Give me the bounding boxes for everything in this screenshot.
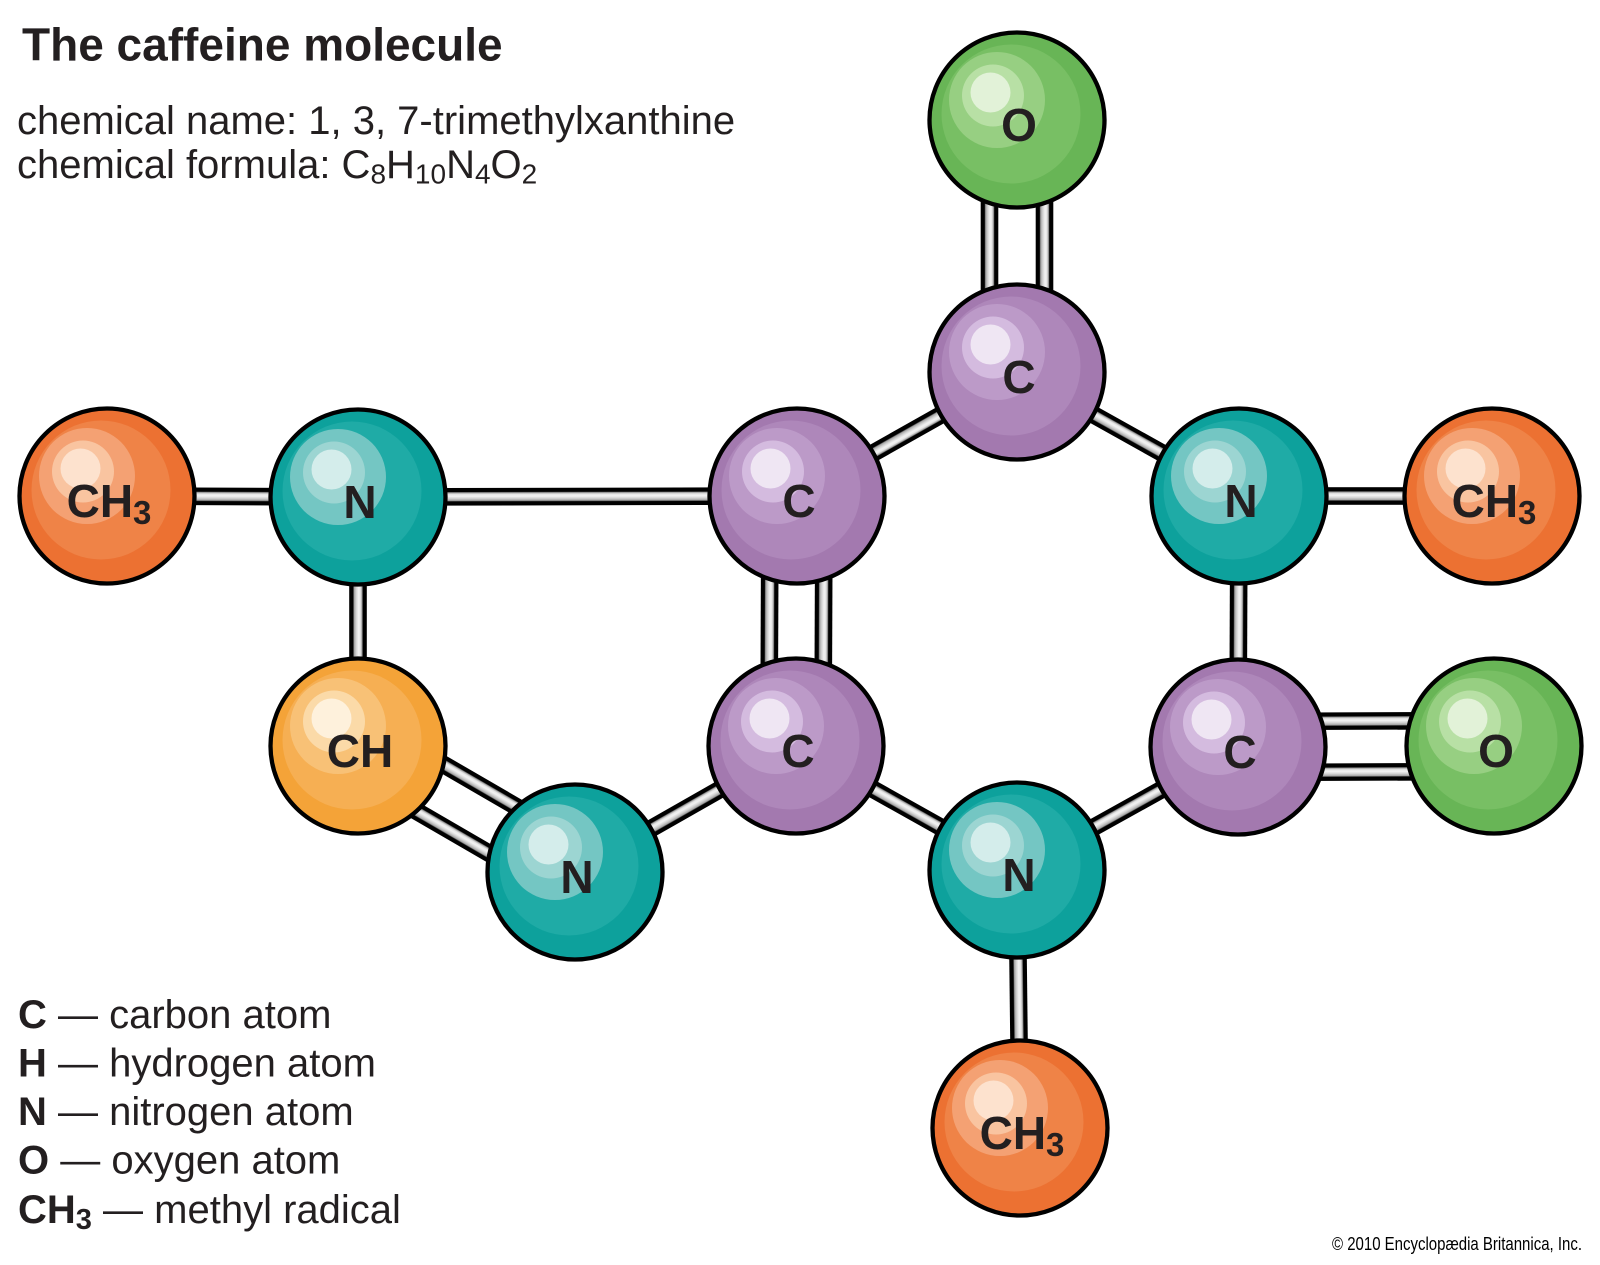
svg-text:O: O	[1478, 725, 1514, 777]
svg-text:N: N	[1002, 849, 1035, 901]
svg-text:The caffeine molecule: The caffeine molecule	[22, 19, 503, 71]
svg-text:CH: CH	[327, 725, 393, 777]
svg-text:N: N	[343, 476, 376, 528]
svg-text:N: N	[560, 851, 593, 903]
svg-text:© 2010 Encyclopædia Britannica: © 2010 Encyclopædia Britannica, Inc.	[1332, 1233, 1582, 1254]
svg-text:chemical formula: C8H10N4O2: chemical formula: C8H10N4O2	[17, 143, 537, 190]
svg-text:C — carbon atom: C — carbon atom	[18, 993, 331, 1037]
svg-text:H — hydrogen atom: H — hydrogen atom	[18, 1042, 376, 1086]
svg-text:O — oxygen atom: O — oxygen atom	[18, 1139, 340, 1183]
svg-text:CH3: CH3	[980, 1107, 1065, 1163]
svg-text:C: C	[782, 475, 815, 527]
svg-text:N — nitrogen atom: N — nitrogen atom	[18, 1090, 354, 1134]
svg-text:O: O	[1001, 99, 1037, 151]
svg-text:N: N	[1224, 475, 1257, 527]
svg-text:chemical name: 1, 3, 7-trimeth: chemical name: 1, 3, 7-trimethylxanthine	[17, 99, 735, 143]
svg-text:C: C	[781, 725, 814, 777]
svg-text:C: C	[1223, 726, 1256, 778]
svg-text:CH3 — methyl radical: CH3 — methyl radical	[18, 1188, 401, 1236]
svg-text:C: C	[1002, 351, 1035, 403]
